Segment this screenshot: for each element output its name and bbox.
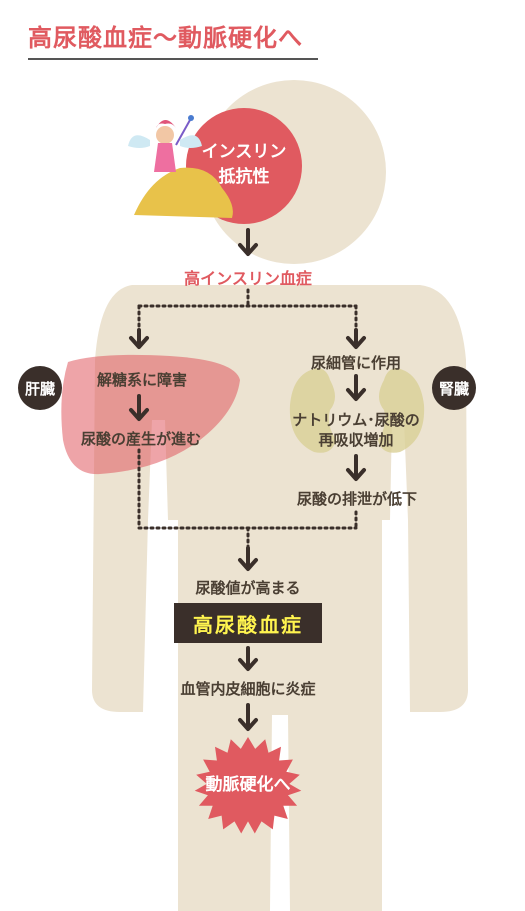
arteriosclerosis-label: 動脈硬化へ bbox=[205, 775, 291, 795]
arrow-insulin-to-hyperinsulinemia bbox=[238, 228, 258, 256]
kidney-step2-label: ナトリウム･尿酸の 再吸収増加 bbox=[292, 411, 420, 449]
uric-acid-rises-label: 尿酸値が高まる bbox=[195, 579, 301, 597]
arrow-kidney-step2 bbox=[346, 454, 366, 481]
liver-step2-label: 尿酸の産生が進む bbox=[80, 430, 201, 448]
arrow-to-inflammation bbox=[238, 646, 258, 671]
arrows bbox=[129, 228, 366, 731]
sugar-pile bbox=[134, 167, 233, 218]
kidney-left-shape bbox=[289, 368, 336, 453]
liver-shape bbox=[61, 354, 241, 475]
hyperuricemia-box: 高尿酸血症 bbox=[174, 603, 322, 643]
dotted-branch-top bbox=[137, 288, 358, 332]
fairy-figure bbox=[128, 115, 202, 172]
arrow-liver-step bbox=[129, 394, 149, 421]
kidney-step3-label: 尿酸の排泄が低下 bbox=[296, 490, 417, 508]
title-divider bbox=[28, 58, 318, 60]
hyperinsulinemia-label: 高インスリン血症 bbox=[184, 269, 312, 288]
arrow-to-uric-rise bbox=[238, 546, 258, 571]
insulin-resistance-label: インスリン 抵抗性 bbox=[201, 142, 287, 187]
diagram-title: 高尿酸血症〜動脈硬化へ bbox=[28, 24, 303, 52]
kidney-right-shape bbox=[378, 368, 425, 453]
liver-badge: 肝臓 bbox=[18, 366, 62, 410]
liver-step1-label: 解糖系に障害 bbox=[96, 371, 187, 389]
arrow-branch-left bbox=[129, 328, 149, 349]
arrow-kidney-step1 bbox=[346, 374, 366, 401]
endothelial-inflammation-label: 血管内皮細胞に炎症 bbox=[180, 680, 316, 698]
dotted-branch-bottom bbox=[137, 448, 358, 550]
kidney-badge: 腎臓 bbox=[432, 366, 476, 410]
arrow-branch-right bbox=[346, 328, 366, 349]
arteriosclerosis-starburst bbox=[194, 737, 302, 834]
arrow-to-arteriosclerosis bbox=[238, 703, 258, 731]
kidney-step1-label: 尿細管に作用 bbox=[310, 354, 401, 372]
insulin-resistance-text: インスリン 抵抗性 bbox=[194, 140, 294, 190]
